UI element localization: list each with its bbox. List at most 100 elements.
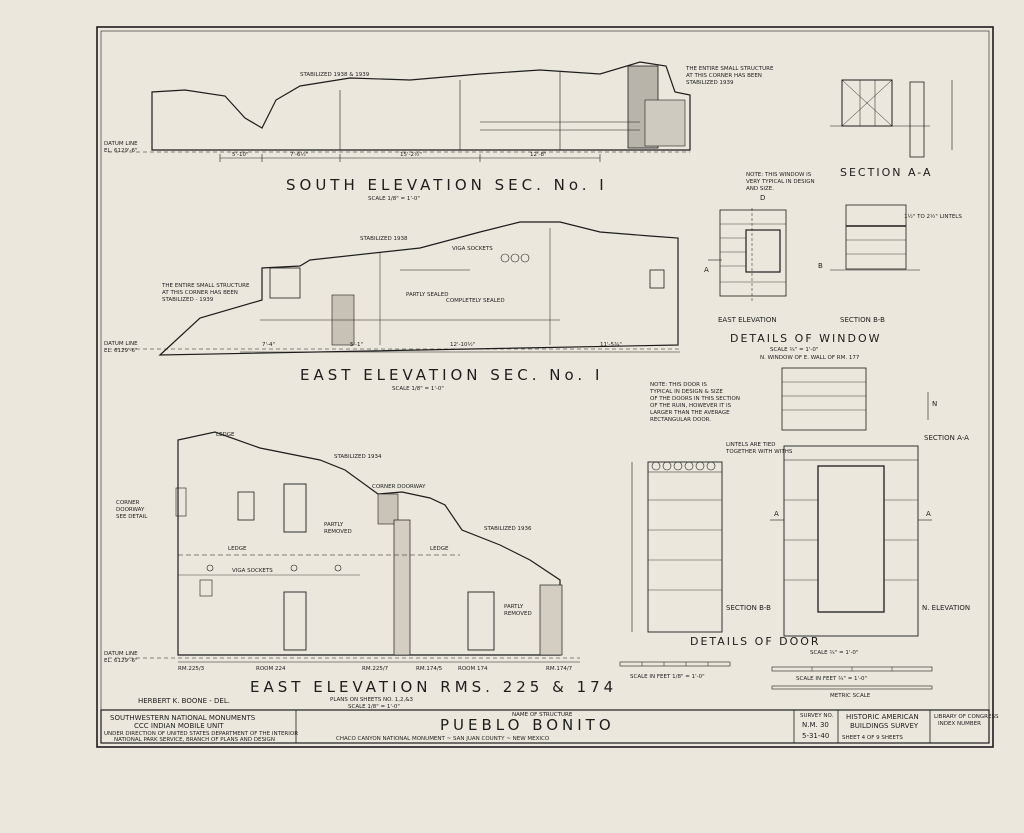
title-hab-line-2: BUILDINGS SURVEY [850, 722, 919, 730]
rms-corner-doorway-left-3: SEE DETAIL [116, 514, 148, 520]
title-survey-label: SURVEY NO. [800, 713, 834, 719]
window-mark-a: A [704, 266, 709, 274]
south-dim-3: 15'-2½" [400, 151, 422, 158]
rms-corner-doorway-left-2: DOORWAY [116, 507, 145, 513]
rms-room-label-5: ROOM 174 [458, 666, 488, 672]
sheet-border [96, 26, 994, 748]
window-mark-d: D [760, 194, 765, 202]
south-corner-note-3: STABILIZED 1939 [686, 80, 734, 86]
door-mark-a-left: A [774, 510, 779, 518]
title-org-line-2: CCC INDIAN MOBILE UNIT [134, 722, 224, 730]
title-org-line-3: UNDER DIRECTION OF UNITED STATES DEPARTM… [104, 731, 298, 737]
title-date: 5-31-40 [802, 732, 829, 740]
east-dim-3: 12'-10½" [450, 341, 475, 348]
south-elevation-scale: SCALE 1/8" = 1'-0" [368, 196, 420, 202]
door-note-4: OF THE RUIN, HOWEVER IT IS [650, 403, 732, 409]
door-lintel-note-2: TOGETHER WITH WITHS [725, 449, 793, 455]
south-small-structure [644, 99, 686, 147]
window-details-drawing [708, 204, 920, 303]
window-note-2: VERY TYPICAL IN DESIGN [746, 179, 815, 185]
rms-stabilized-1936: STABILIZED 1936 [484, 526, 532, 532]
window-east-elevation-label: EAST ELEVATION [718, 316, 777, 324]
door-note-3: OF THE DOORS IN THIS SECTION [650, 396, 740, 402]
east-dim-1: 7'-4" [262, 342, 275, 348]
south-wall-outline [151, 61, 691, 151]
title-block [100, 709, 990, 744]
window-note-3: AND SIZE. [746, 186, 774, 192]
south-corner-note-2: AT THIS CORNER HAS BEEN [686, 73, 762, 79]
south-stabilized-note: STABILIZED 1938 & 1939 [300, 72, 370, 78]
east-dim-2: 5'-1" [350, 342, 363, 348]
title-structure-name: PUEBLO BONITO [440, 716, 615, 734]
east-elevation-rms-drawing [108, 431, 580, 663]
door-details-scale: SCALE ¾" = 1'-0" [810, 650, 858, 656]
scale-feet-right: SCALE IN FEET ¾" = 1'-0" [796, 676, 867, 682]
south-datum-elevation: EL. 6129'-6" [104, 148, 138, 154]
section-a-a-top-drawing [830, 79, 953, 158]
rms-corner-doorway-note: CORNER DOORWAY [372, 484, 426, 490]
rms-room-label-6: RM.174/7 [546, 666, 573, 672]
author-credit: HERBERT K. BOONE - DEL. [138, 697, 230, 705]
door-section-b-b-label: SECTION B-B [726, 604, 771, 612]
rms-room-label-1: RM.225/3 [178, 666, 205, 672]
door-note-5: LARGER THAN THE AVERAGE [650, 410, 730, 416]
rms-datum-line-label: DATUM LINE [104, 651, 138, 657]
title-org-line-4: NATIONAL PARK SERVICE, BRANCH OF PLANS A… [114, 737, 275, 743]
window-note-1: NOTE: THIS WINDOW IS [746, 172, 812, 178]
rms-room-label-2: ROOM 224 [256, 666, 286, 672]
rms-scale: SCALE 1/8" = 1'-0" [348, 704, 400, 710]
rms-partly-removed-1: PARTLY [324, 522, 344, 528]
window-details-title: DETAILS OF WINDOW [730, 332, 882, 345]
scale-feet-left: SCALE IN FEET 1/8" = 1'-0" [630, 674, 705, 680]
east-elevation-drawing [108, 221, 680, 356]
rms-ledge-label-3: LEDGE [430, 546, 449, 552]
title-index-label-2: INDEX NUMBER [938, 721, 981, 727]
east-completely-sealed-note: COMPLETELY SEALED [446, 298, 505, 304]
rms-ledge-label: LEDGE [216, 432, 235, 438]
rms-room-label-3: RM.225/7 [362, 666, 389, 672]
east-corner-note-1: THE ENTIRE SMALL STRUCTURE [161, 283, 250, 289]
east-dim-4: 11'-5¾" [600, 342, 622, 348]
rms-elevation-title: EAST ELEVATION RMS. 225 & 174 [250, 678, 617, 696]
rms-partly-removed-2: REMOVED [324, 529, 352, 535]
rms-plans-note: PLANS ON SHEETS NO. 1,2,&3 [330, 697, 413, 703]
east-datum-elevation: EL. 6129'-6" [104, 348, 138, 354]
title-index-label-1: LIBRARY OF CONGRESS [934, 714, 999, 720]
scale-bars [619, 661, 933, 690]
rms-room-label-4: RM.174/5 [416, 666, 443, 672]
rms-viga-sockets-note: VIGA SOCKETS [232, 568, 273, 574]
door-mark-a-right: A [926, 510, 931, 518]
window-mark-b: B [818, 262, 823, 270]
rms-ledge-label-2: LEDGE [228, 546, 247, 552]
east-corner-note-2: AT THIS CORNER HAS BEEN [162, 290, 238, 296]
window-section-b-b-label: SECTION B-B [840, 316, 885, 324]
south-elevation-drawing [108, 61, 691, 162]
title-survey-number: N.M. 30 [802, 721, 829, 729]
south-dim-4: 12'-8" [530, 152, 547, 158]
door-n-elevation-label: N. ELEVATION [922, 604, 970, 612]
east-elevation-scale: SCALE 1/8" = 1'-0" [392, 386, 444, 392]
south-corner-note-1: THE ENTIRE SMALL STRUCTURE [685, 66, 774, 72]
east-viga-sockets-note: VIGA SOCKETS [452, 246, 493, 252]
rms-datum-elevation: EL. 6129'-6" [104, 658, 138, 664]
rms-partly-removed2-2: REMOVED [504, 611, 532, 617]
window-lintel-note: 1½" TO 2½" LINTELS [904, 213, 962, 220]
door-details-drawing [631, 367, 932, 637]
east-wall-outline [158, 221, 679, 356]
title-org-line-1: SOUTHWESTERN NATIONAL MONUMENTS [110, 714, 256, 722]
window-location: N. WINDOW OF E. WALL OF RM. 177 [760, 355, 860, 361]
door-section-a-a-label: SECTION A-A [924, 434, 969, 442]
east-partly-sealed-note: PARTLY SEALED [406, 292, 448, 298]
south-datum-line-label: DATUM LINE [104, 141, 138, 147]
east-stabilized-note: STABILIZED 1938 [360, 236, 408, 242]
door-note-2: TYPICAL IN DESIGN & SIZE [649, 389, 723, 395]
south-elevation-title: SOUTH ELEVATION SEC. No. I [286, 176, 608, 194]
title-location: CHACO CANYON NATIONAL MONUMENT ~ SAN JUA… [336, 736, 550, 742]
door-lintel-note-1: LINTELS ARE TIED [726, 442, 775, 448]
window-details-scale: SCALE ¾" = 1'-0" [770, 347, 818, 353]
south-dim-2: 7'-6½" [290, 151, 308, 158]
east-datum-line-label: DATUM LINE [104, 341, 138, 347]
south-dim-1: 5'-10" [232, 152, 249, 158]
